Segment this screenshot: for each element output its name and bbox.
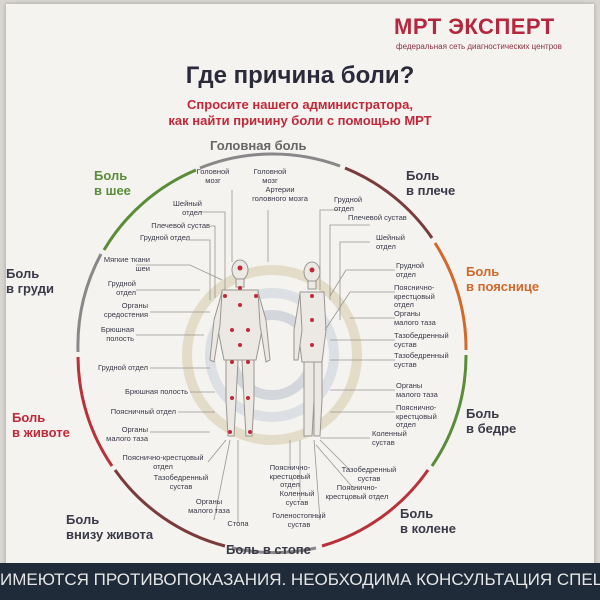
label-hip-hipjoint: Тазобедренный сустав <box>394 351 449 369</box>
ring-foot <box>231 546 317 555</box>
leader-lines <box>136 190 395 523</box>
ring-neck <box>102 168 197 251</box>
label-lb-pelvic: Органы малого таза <box>394 309 436 327</box>
region-neck-line-2: в шее <box>94 183 131 198</box>
region-head: Головная боль <box>210 138 307 153</box>
label-lb-hipjoint: Тазобедренный сустав <box>394 331 449 349</box>
ring-hip <box>430 354 468 467</box>
label-ab-lumbar: Поясничный отдел <box>110 407 176 416</box>
page-title: Где причина боли? <box>185 62 415 89</box>
label-shoulder-joint: Плечевой сустав <box>348 213 407 222</box>
label-shoulder-cervical: Шейный отдел <box>376 233 405 251</box>
ring-chest <box>76 253 103 353</box>
region-hip-line-1: Боль <box>466 406 500 421</box>
ring-knee <box>321 469 430 548</box>
label-lb-lumbosacral: Пояснично-крестцовый отдел <box>394 283 435 309</box>
region-chest-line-1: Боль <box>6 266 40 281</box>
region-shoulder-line-1: Боль <box>406 168 440 183</box>
ring-abdomen <box>76 356 114 467</box>
label-lb-thoracic: Грудной отдел <box>396 261 425 279</box>
label-shoulder-thoracic: Грудной отдел <box>334 195 363 213</box>
label-head-brain: Головной мозг <box>196 167 230 185</box>
region-shoulder-line-2: в плече <box>406 183 456 198</box>
label-chest-soft: Мягкие ткани шеи <box>103 255 150 273</box>
ring-head <box>199 152 341 170</box>
marker-dots <box>223 265 315 434</box>
region-lowerback-line-2: в пояснице <box>466 279 540 294</box>
label-foot-lumbosacral: Пояснично-крестцовый отдел <box>269 463 311 489</box>
label-la-hipjoint: Тазобедренный сустав <box>153 473 209 491</box>
region-lowerback-line-1: Боль <box>466 264 500 279</box>
region-lowerabdomen: Боль внизу живота <box>66 512 153 542</box>
label-neck-brain: Головной мозг <box>253 167 287 185</box>
region-lowerabdomen-line-2: внизу живота <box>66 527 154 542</box>
inner-ring-1 <box>182 265 362 445</box>
region-hip: Боль в бедре <box>466 406 516 436</box>
label-neck-thoracic: Грудной отдел <box>139 233 190 242</box>
label-knee-lumbosacral: Пояснично-крестцовый отдел <box>325 483 389 501</box>
label-neck-shoulder-joint: Плечевой сустав <box>151 221 210 230</box>
label-knee-hipjoint: Тазобедренный сустав <box>341 465 397 483</box>
label-ab-thoracic: Грудной отдел <box>97 363 148 372</box>
region-abdomen-line-2: в животе <box>12 425 70 440</box>
region-chest: Боль в груди <box>6 266 54 296</box>
ring-shoulder <box>344 166 434 239</box>
label-ab-abdomen: Брюшная полость <box>125 387 188 396</box>
region-chest-line-2: в груди <box>6 281 54 296</box>
page-subtitle: Спросите нашего администратора, как найт… <box>0 97 600 129</box>
brand-logo: МРТ ЭКСПЕРТ <box>394 14 555 39</box>
ring-lowerback <box>433 242 468 351</box>
label-neck-cervical: Шейный отдел <box>173 199 202 217</box>
region-knee: Боль в колене <box>400 506 456 536</box>
label-foot-ankle2: Голеностопный сустав <box>272 511 326 529</box>
label-head-arteries: Артерии головного мозга <box>252 185 308 203</box>
region-foot: Боль в стопе <box>226 542 311 557</box>
footer-warning: ИМЕЮТСЯ ПРОТИВОПОКАЗАНИЯ. НЕОБХОДИМА КОН… <box>0 563 600 600</box>
region-abdomen-line-1: Боль <box>12 410 46 425</box>
label-ab-pelvic: Органы малого таза <box>106 425 148 443</box>
label-foot-ankle: Стопа <box>227 519 249 528</box>
ring-lowerabdomen <box>113 469 226 548</box>
region-lowerabdomen-line-1: Боль <box>66 512 100 527</box>
label-hip-knee: Коленный сустав <box>372 429 407 447</box>
region-neck: Боль в шее <box>94 168 131 198</box>
label-la-pelvic: Органы малого таза <box>188 497 230 515</box>
label-hip-pelvic: Органы малого таза <box>396 381 438 399</box>
region-hip-line-2: в бедре <box>466 421 517 436</box>
label-chest-abdomen: Брюшная полость <box>100 325 134 343</box>
region-shoulder: Боль в плече <box>406 168 455 198</box>
region-lowerback: Боль в пояснице <box>466 264 539 294</box>
label-hip-lumbosacral: Пояснично-крестцовый отдел <box>396 403 437 429</box>
label-la-lumbosacral: Пояснично-крестцовый отдел <box>122 453 204 471</box>
front-body-figure <box>209 259 271 437</box>
region-neck-line-1: Боль <box>94 168 128 183</box>
back-body-figure <box>293 261 327 437</box>
label-chest-thoracic: Грудной отдел <box>107 279 136 297</box>
region-knee-line-2: в колене <box>400 521 456 536</box>
subtitle-line-1: Спросите нашего администратора, <box>187 97 413 112</box>
region-abdomen: Боль в животе <box>12 410 70 440</box>
label-foot-knee: Коленный сустав <box>279 489 315 507</box>
region-knee-line-1: Боль <box>400 506 434 521</box>
subtitle-line-2: как найти причину боли с помощью МРТ <box>168 113 432 128</box>
brand-tagline: федеральная сеть диагностических центров <box>396 42 562 51</box>
label-chest-mediastinum: Органы средостения <box>103 301 148 319</box>
